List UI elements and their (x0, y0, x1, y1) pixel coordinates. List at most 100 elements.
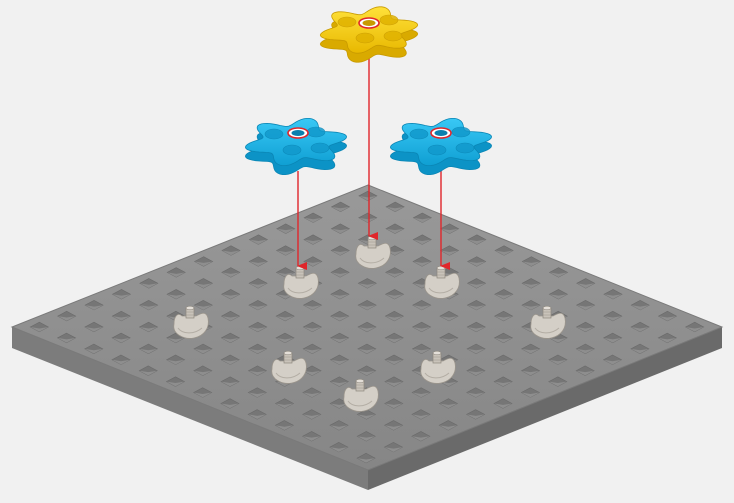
plate-pocket (166, 267, 186, 278)
plate-pocket (303, 256, 323, 267)
plate-pocket (466, 321, 486, 333)
plate-pocket (384, 398, 404, 409)
plate-pocket (274, 398, 295, 409)
plate-pocket (412, 234, 432, 245)
plate-pocket (685, 321, 705, 333)
plate-pocket (494, 267, 514, 278)
plate-pocket (385, 223, 405, 234)
plate-pocket (84, 300, 104, 311)
plate-pocket (357, 343, 377, 354)
star-knob-blue-left (244, 118, 348, 175)
plate-pocket (357, 278, 377, 289)
plate-pocket (548, 289, 569, 300)
plate-pocket (575, 343, 595, 354)
plate-pocket (630, 343, 650, 354)
plate-pocket (494, 245, 514, 256)
plate-pocket (439, 245, 460, 256)
plate-pocket (303, 234, 323, 245)
plate-pocket (439, 332, 459, 344)
plate-pocket (575, 300, 596, 311)
plate-pocket (247, 343, 268, 354)
plate-pocket (330, 310, 350, 322)
plate-pocket (29, 321, 49, 333)
plate-pocket (602, 354, 623, 365)
plate-pocket (275, 332, 295, 344)
plate-pocket (302, 321, 323, 333)
plate-pocket (193, 300, 213, 311)
star-knobs (244, 6, 493, 175)
plate-pocket (248, 234, 269, 245)
plate-pocket (330, 201, 351, 212)
plate-pocket (521, 278, 541, 289)
plate-pocket (384, 354, 404, 365)
plate-pocket (357, 321, 377, 333)
plate-pocket (138, 321, 159, 333)
plate-pocket (329, 376, 349, 387)
assembly-arrows (297, 58, 450, 270)
plate-pocket (330, 289, 350, 300)
plate-pocket (220, 376, 240, 387)
plate-pocket (138, 365, 158, 376)
plate-pocket (493, 354, 513, 365)
plate-pocket (329, 420, 349, 431)
plate-pocket (248, 256, 268, 267)
plate-pocket (385, 201, 405, 212)
plate-pocket (303, 212, 323, 223)
fixture-stud (173, 305, 209, 339)
plate-pocket (358, 212, 378, 223)
plate-pocket (111, 289, 132, 300)
plate-pocket (493, 398, 513, 409)
plate-pocket (520, 387, 541, 398)
plate-pocket (193, 387, 213, 398)
plate-pocket (493, 376, 513, 387)
plate-pocket (384, 376, 404, 387)
plate-pocket (548, 267, 569, 278)
plate-pocket (412, 212, 433, 223)
plate-pocket (630, 321, 650, 333)
plate-pocket (466, 387, 486, 398)
plate-pockets (29, 190, 705, 464)
plate-pocket (329, 442, 349, 453)
plate-pocket (411, 321, 432, 333)
plate-pocket (165, 376, 186, 387)
plate-pocket (330, 245, 350, 256)
plate-pocket (438, 398, 459, 409)
plate-pocket (301, 431, 322, 442)
plate-pocket (384, 332, 404, 344)
plate-pocket (412, 256, 432, 267)
plate-left-side (12, 327, 368, 490)
plate-pocket (603, 310, 623, 322)
plate-pocket (302, 409, 322, 420)
plate-pocket (139, 278, 159, 289)
plate-pocket (329, 354, 350, 365)
fixture-stud (530, 305, 566, 339)
plate-pocket (220, 310, 241, 322)
plate-pocket (221, 267, 241, 278)
plate-pocket (57, 310, 77, 322)
plate-pocket (466, 278, 487, 289)
plate-pocket (138, 343, 159, 354)
plate-pocket (575, 365, 595, 376)
fixture-stud (355, 235, 391, 269)
plate-pocket (383, 420, 404, 431)
plate-pocket (493, 310, 514, 322)
plate-pocket (576, 278, 596, 289)
plate-pocket (193, 343, 213, 354)
plate-pocket (548, 376, 568, 387)
star-knob-yellow (319, 6, 419, 63)
plate-pocket (221, 289, 241, 300)
fixture-stud (271, 350, 307, 384)
plate-pocket (111, 310, 131, 322)
plate-pocket (247, 365, 268, 376)
plate-pocket (274, 420, 295, 431)
plate-pocket (467, 256, 487, 267)
plate-pocket (220, 398, 240, 409)
plate-pocket (220, 332, 241, 344)
plate-pocket (302, 300, 323, 311)
plate-pocket (193, 256, 214, 267)
plate-pocket (139, 300, 159, 311)
plate-pocket (494, 289, 514, 300)
plate-pocket (56, 332, 77, 344)
plate-pocket (193, 365, 213, 376)
